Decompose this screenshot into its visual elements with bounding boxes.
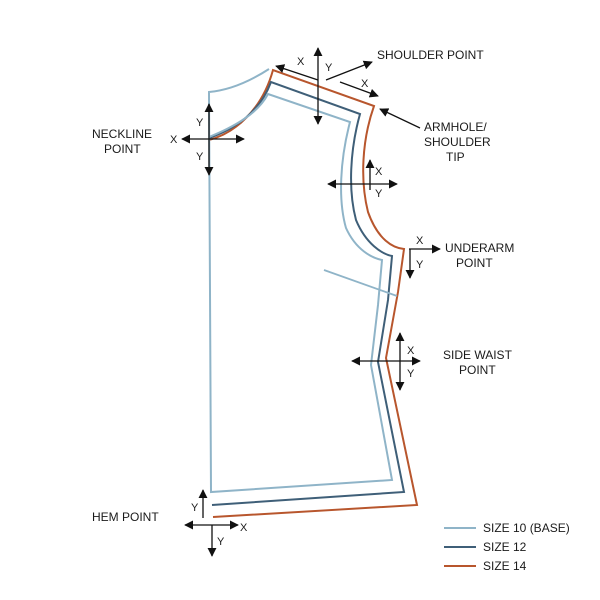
armhole-leader-arrow — [379, 108, 421, 129]
shoulder-y-label: Y — [325, 62, 333, 74]
underarm-point-arrows: X Y — [405, 235, 441, 279]
hem-point-arrows: Y X Y — [184, 489, 248, 557]
underarm-y-label: Y — [416, 259, 424, 271]
hem-y-upper-label: Y — [191, 502, 199, 514]
neckline-point-arrows: Y Y X — [170, 103, 245, 176]
side-waist-y-label: Y — [407, 368, 415, 380]
size-10-outline — [207, 68, 394, 494]
shoulder-point-arrows: X Y X — [275, 47, 379, 125]
armhole-mid-arrows: X Y — [327, 159, 398, 200]
neckline-x-label: X — [170, 134, 178, 146]
armhole-mid-y-label: Y — [375, 188, 383, 200]
legend: SIZE 10 (BASE) SIZE 12 SIZE 14 — [444, 521, 570, 573]
neckline-y-upper-label: Y — [196, 117, 204, 129]
shoulder-point-label: SHOULDER POINT — [377, 48, 484, 62]
armhole-x-label: X — [361, 78, 369, 90]
hem-point-label: HEM POINT — [92, 510, 159, 524]
side-waist-x-label: X — [407, 345, 415, 357]
underarm-label-line2: POINT — [456, 256, 493, 270]
armhole-label-line3: TIP — [446, 150, 465, 164]
legend-label-size-10: SIZE 10 (BASE) — [483, 521, 570, 535]
armhole-label-line2: SHOULDER — [424, 135, 491, 149]
neckline-label-line1: NECKLINE — [92, 127, 152, 141]
armhole-label-line1: ARMHOLE/ — [424, 120, 487, 134]
neckline-y-lower-label: Y — [196, 151, 204, 163]
hem-y-lower-label: Y — [217, 536, 225, 548]
shoulder-x-label: X — [297, 56, 305, 68]
hem-x-label: X — [240, 522, 248, 534]
size-12-outline — [208, 80, 406, 506]
neckline-label-line2: POINT — [104, 142, 141, 156]
side-waist-label-line2: POINT — [459, 363, 496, 377]
legend-label-size-14: SIZE 14 — [483, 559, 527, 573]
armhole-mid-x-label: X — [375, 166, 383, 178]
underarm-x-label: X — [416, 235, 424, 247]
side-waist-point-arrows: X Y — [351, 332, 421, 391]
side-waist-label-line1: SIDE WAIST — [443, 348, 513, 362]
legend-label-size-12: SIZE 12 — [483, 540, 527, 554]
underarm-label-line1: UNDERARM — [445, 241, 514, 255]
grain-line — [323, 269, 398, 297]
